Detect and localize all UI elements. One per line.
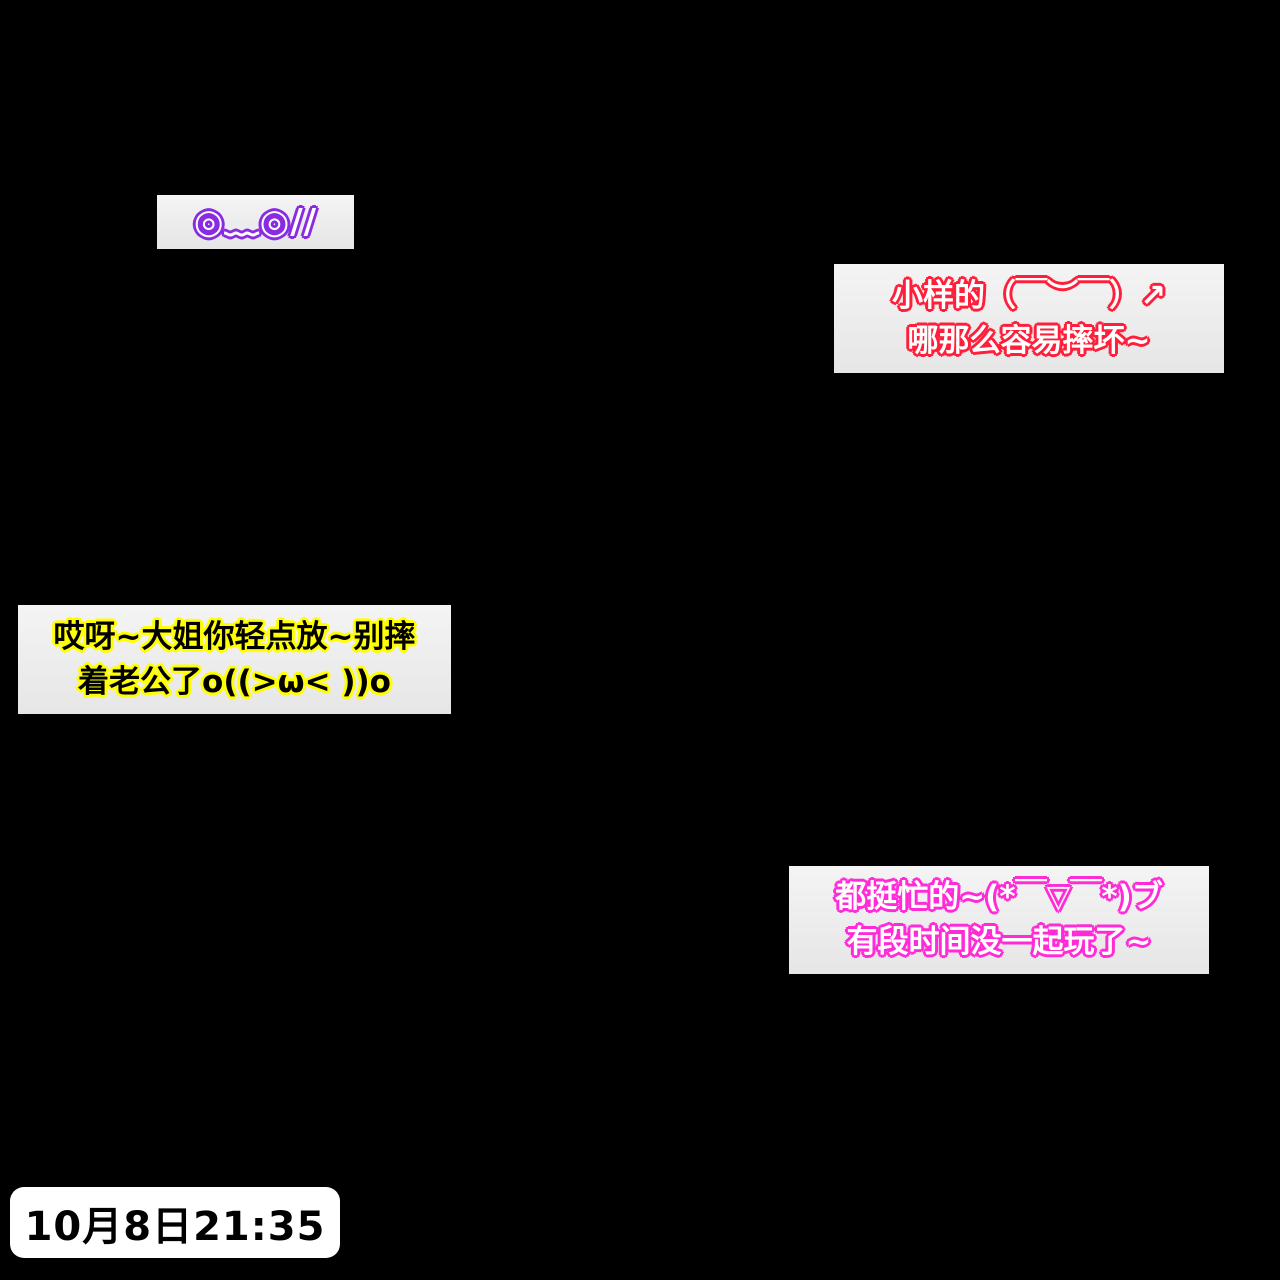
caption-line: 哎呀~大姐你轻点放~别摔 bbox=[53, 618, 416, 655]
caption-line: 哪那么容易摔坏~ bbox=[907, 322, 1151, 359]
caption-yellow: 哎呀~大姐你轻点放~别摔 着老公了o((>ω< ))o bbox=[18, 605, 451, 714]
caption-emoticon: ◎﹏◎// bbox=[157, 195, 354, 249]
caption-magenta: 都挺忙的~(*￣▽￣*)ブ 有段时间没一起玩了~ bbox=[789, 866, 1209, 974]
timestamp-badge: 10月8日21:35 bbox=[10, 1187, 340, 1258]
caption-line: 都挺忙的~(*￣▽￣*)ブ bbox=[835, 879, 1163, 916]
caption-red: 小样的（￣︶￣）↗ 哪那么容易摔坏~ bbox=[834, 264, 1224, 373]
caption-line: 小样的（￣︶￣）↗ bbox=[892, 277, 1166, 314]
caption-line: 有段时间没一起玩了~ bbox=[846, 924, 1152, 960]
caption-line: ◎﹏◎// bbox=[193, 201, 318, 242]
caption-line: 着老公了o((>ω< ))o bbox=[78, 663, 391, 700]
